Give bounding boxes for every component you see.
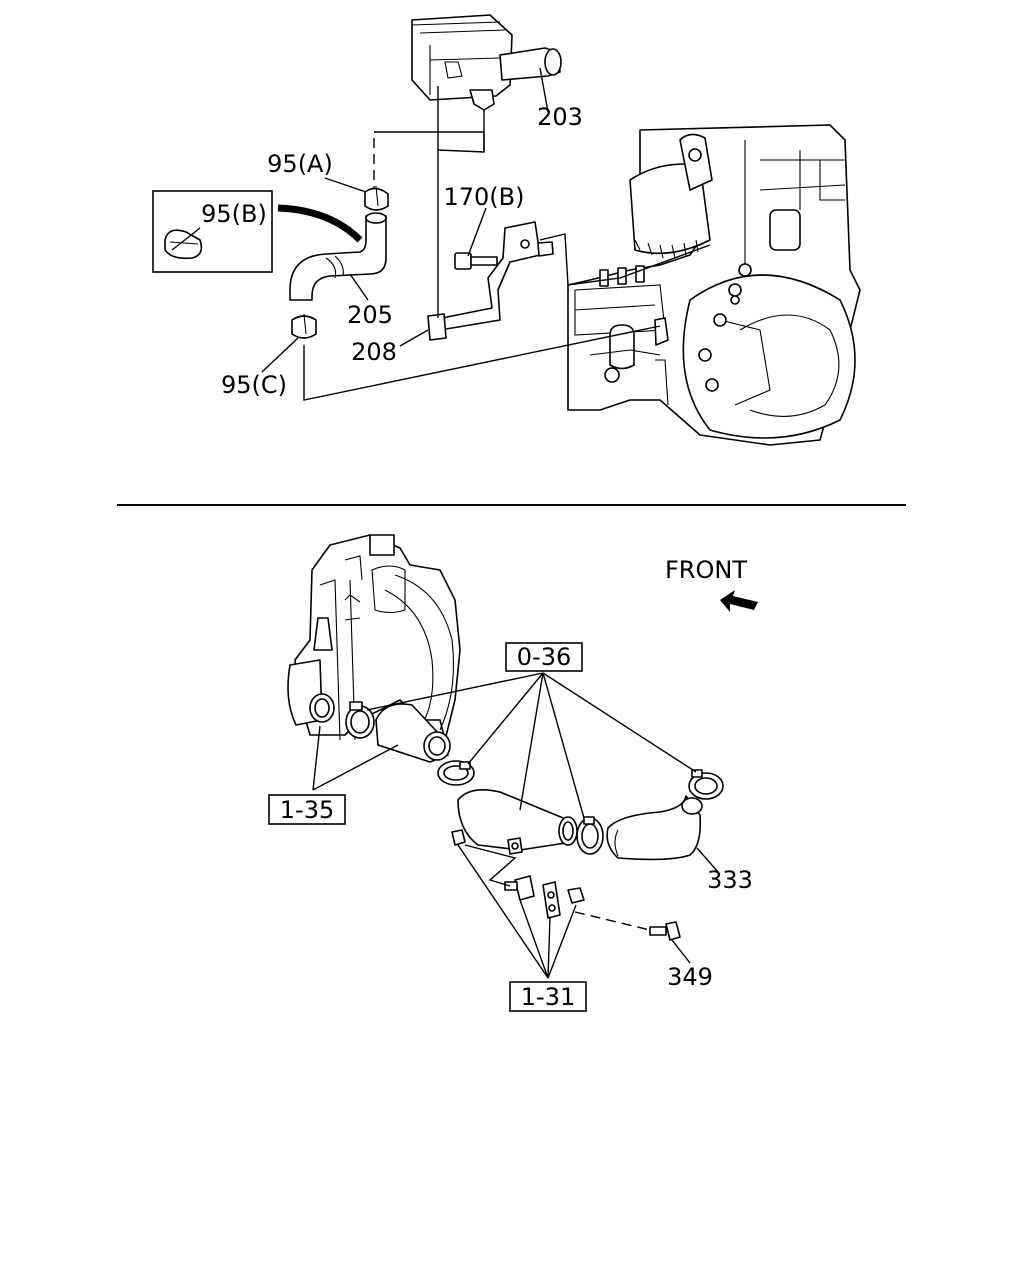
engine-block-outline bbox=[567, 124, 861, 446]
box-1-35 bbox=[268, 794, 346, 825]
top-assembly: 203 95(A) 95(B) 170(B) 205 208 95(C) bbox=[152, 14, 861, 446]
callout-333: 333 bbox=[707, 866, 753, 894]
callout-205: 205 bbox=[347, 301, 393, 329]
part-208-bracket bbox=[427, 221, 554, 341]
part-203-canister bbox=[411, 14, 562, 152]
box-0-36 bbox=[505, 642, 583, 672]
part-95a-clip bbox=[364, 185, 389, 211]
mounting-bracket-group bbox=[451, 829, 585, 919]
callout-95b: 95(B) bbox=[201, 200, 267, 228]
callout-1-35: 1-35 bbox=[280, 796, 334, 824]
clamp-4 bbox=[688, 769, 724, 800]
part-95c-clip bbox=[291, 313, 317, 339]
callout-95a: 95(A) bbox=[267, 150, 333, 178]
callout-95c: 95(C) bbox=[221, 371, 287, 399]
part-205-hose bbox=[289, 212, 387, 301]
bottom-assembly: FRONT bbox=[268, 534, 758, 1012]
callout-170b: 170(B) bbox=[444, 183, 525, 211]
top-leader-lines bbox=[171, 67, 711, 401]
callout-208: 208 bbox=[351, 338, 397, 366]
inset-95b bbox=[152, 190, 363, 273]
part-170b-bolt bbox=[454, 252, 498, 270]
callout-1-31: 1-31 bbox=[521, 983, 575, 1011]
part-349-bolt bbox=[649, 921, 681, 941]
callout-349: 349 bbox=[667, 963, 713, 991]
box-1-31 bbox=[509, 981, 587, 1012]
front-label: FRONT bbox=[665, 556, 747, 584]
callout-203: 203 bbox=[537, 103, 583, 131]
part-333-hose bbox=[606, 795, 703, 861]
bottom-leader-lines bbox=[312, 672, 719, 979]
engine-rear-outline bbox=[287, 534, 461, 741]
clamp-3 bbox=[576, 816, 604, 855]
pipe-segment-middle bbox=[457, 789, 578, 855]
callout-0-36: 0-36 bbox=[517, 643, 571, 671]
clamp-2 bbox=[437, 760, 475, 786]
clamp-1 bbox=[345, 701, 375, 739]
front-direction-arrow bbox=[720, 590, 758, 612]
